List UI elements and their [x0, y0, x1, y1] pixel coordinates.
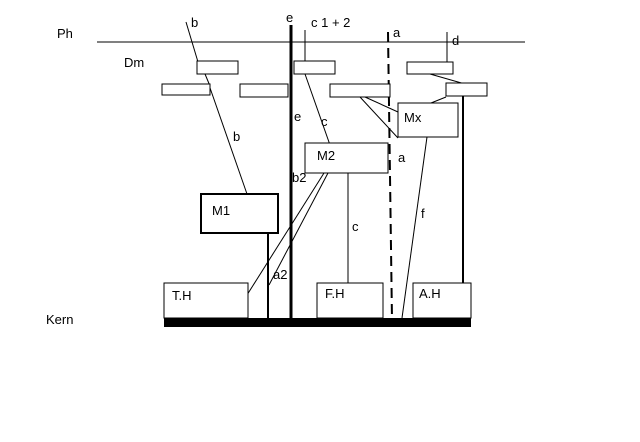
line-dm-mx-2: [364, 96, 399, 113]
label-e-top: e: [286, 10, 293, 25]
line-c-mid: [304, 73, 331, 146]
label-a-mid: a: [398, 150, 406, 165]
dm-box-3: [239, 83, 289, 98]
level-label-ph: Ph: [57, 26, 73, 41]
dm-box-7: [445, 82, 488, 97]
label-b-mid: b: [233, 129, 240, 144]
ah-label: A.H: [419, 286, 441, 301]
line-b-mid: [208, 84, 248, 195]
fh-label: F.H: [325, 286, 345, 301]
dm-box-1: [196, 60, 239, 75]
m1-box: [200, 193, 279, 234]
dm-box-6: [406, 61, 454, 75]
line-b-top: [185, 21, 199, 63]
label-b2: b2: [292, 170, 306, 185]
th-label: T.H: [172, 288, 192, 303]
ah-box: [412, 282, 472, 319]
line-a: [387, 31, 393, 321]
m2-label: M2: [317, 148, 335, 163]
label-a-top: a: [393, 25, 401, 40]
th-box: [163, 282, 249, 319]
label-c-low: c: [352, 219, 359, 234]
line-b2-1: [246, 172, 325, 296]
line-f: [401, 136, 428, 319]
fh-box: [316, 282, 384, 319]
line-dm-right: [429, 73, 466, 85]
m1-label: M1: [212, 203, 230, 218]
kern-bar: [164, 318, 471, 327]
level-label-dm: Dm: [124, 55, 144, 70]
level-label-kern: Kern: [46, 312, 73, 327]
mx-label: Mx: [404, 110, 422, 125]
line-dm-mx-1: [359, 96, 399, 139]
line-dm-right-2: [430, 96, 447, 104]
label-c-mid: c: [321, 114, 328, 129]
label-e-mid: e: [294, 109, 301, 124]
label-f: f: [421, 206, 425, 221]
mx-box: [397, 102, 459, 138]
dm-box-4: [293, 60, 336, 75]
line-b2-2: [268, 172, 329, 286]
label-c12-top: c 1 + 2: [311, 15, 350, 30]
label-a2: a2: [273, 267, 287, 282]
label-b-top: b: [191, 15, 198, 30]
m2-box: [304, 142, 389, 174]
dm-box-2: [161, 83, 211, 96]
dm-box-5: [329, 83, 391, 98]
label-d-top: d: [452, 33, 459, 48]
